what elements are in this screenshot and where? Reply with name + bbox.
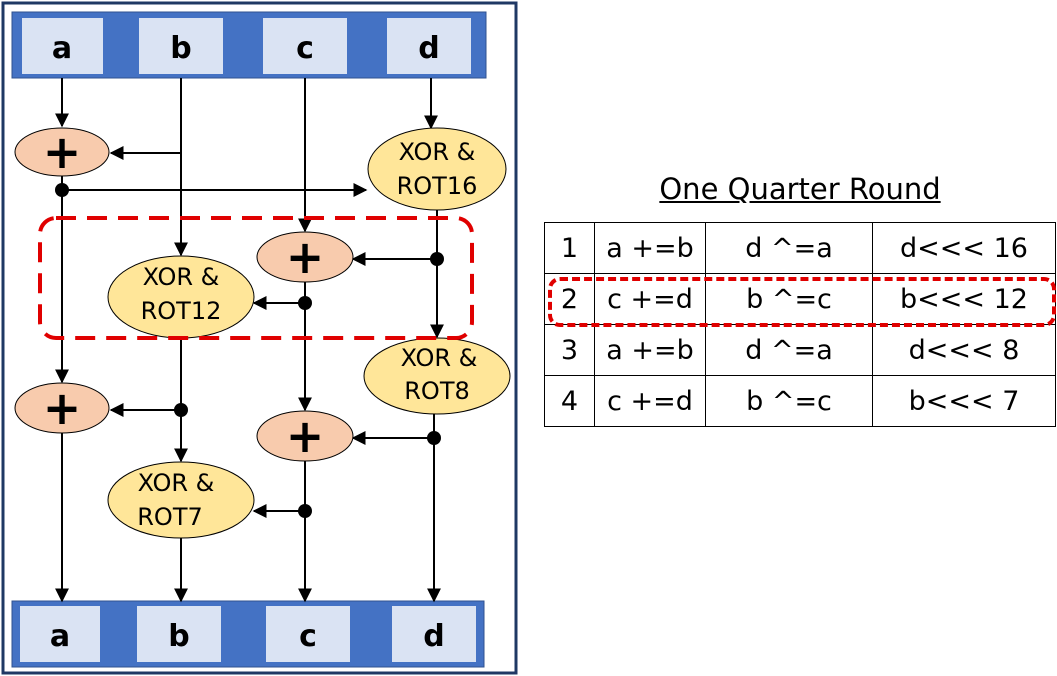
input-label-d: d	[418, 31, 439, 66]
junction-dots	[55, 183, 444, 518]
step-number: 3	[544, 324, 595, 376]
xor-rot12-line1: XOR &	[143, 263, 220, 291]
input-label-b: b	[170, 31, 191, 66]
rotate-operation: d<<< 16	[872, 222, 1056, 274]
xor-rot16	[367, 127, 507, 211]
add-operation: a +=b	[594, 324, 706, 376]
xor-rot7	[107, 461, 255, 539]
junction-dot	[298, 504, 312, 518]
output-cell-c	[266, 606, 350, 662]
table-row: 3 a +=b d ^=a d<<< 8	[544, 324, 1056, 376]
adder-2-symbol: +	[286, 230, 325, 284]
output-label-c: c	[299, 619, 317, 654]
table-row: 2 c +=d b ^=c b<<< 12	[544, 273, 1056, 325]
quarter-round-table: 1 a +=b d ^=a d<<< 16 2 c +=d b ^=c b<<<…	[544, 222, 1056, 427]
junction-dot	[298, 296, 312, 310]
xor-rot8-line1: XOR &	[401, 344, 478, 372]
step-number: 2	[544, 273, 595, 325]
xor-operation: b ^=c	[705, 375, 873, 427]
xor-rot7-line1: XOR &	[138, 469, 215, 497]
rotate-operation: b<<< 7	[872, 375, 1056, 427]
xor-rot16-line1: XOR &	[399, 138, 476, 166]
add-operation: a +=b	[594, 222, 706, 274]
output-cell-a	[20, 606, 100, 662]
junction-dot	[427, 431, 441, 445]
input-cell-b	[139, 18, 223, 74]
quarter-round-diagram: a b c d a b c d	[1, 1, 518, 675]
table-row: 1 a +=b d ^=a d<<< 16	[544, 222, 1056, 274]
xor-rot8	[363, 337, 511, 415]
output-label-a: a	[50, 619, 70, 654]
xor-rot16-line2: ROT16	[397, 172, 478, 200]
junction-dot	[55, 183, 69, 197]
add-operation: c +=d	[594, 273, 706, 325]
table-title: One Quarter Round	[659, 172, 941, 206]
input-cell-a	[22, 18, 103, 74]
output-label-b: b	[168, 619, 189, 654]
adder-1	[14, 127, 110, 177]
xor-operation: d ^=a	[705, 324, 873, 376]
xor-operation: b ^=c	[705, 273, 873, 325]
xor-operation: d ^=a	[705, 222, 873, 274]
xor-rot7-line2: ROT7	[137, 503, 203, 531]
rotate-operation: d<<< 8	[872, 324, 1056, 376]
table-row: 4 c +=d b ^=c b<<< 7	[544, 375, 1056, 427]
step-number: 4	[544, 375, 595, 427]
adder-4	[256, 410, 354, 462]
output-cell-d	[392, 606, 476, 662]
adder-3	[14, 382, 110, 434]
add-operation: c +=d	[594, 375, 706, 427]
adder-2	[256, 231, 354, 283]
output-cell-b	[137, 606, 221, 662]
adder-3-symbol: +	[43, 381, 82, 435]
rotate-operation: b<<< 12	[872, 273, 1056, 325]
adder-1-symbol: +	[43, 125, 82, 179]
step2-highlight	[38, 216, 474, 340]
output-label-d: d	[423, 619, 444, 654]
input-label-a: a	[52, 31, 72, 66]
xor-rot8-line2: ROT8	[404, 377, 470, 405]
input-cell-d	[387, 18, 471, 74]
junction-dot	[430, 252, 444, 266]
adder-4-symbol: +	[286, 409, 325, 463]
step-number: 1	[544, 222, 595, 274]
junction-dot	[174, 403, 188, 417]
input-cell-c	[263, 18, 347, 74]
xor-rot12-line2: ROT12	[141, 297, 222, 325]
input-label-c: c	[296, 31, 314, 66]
